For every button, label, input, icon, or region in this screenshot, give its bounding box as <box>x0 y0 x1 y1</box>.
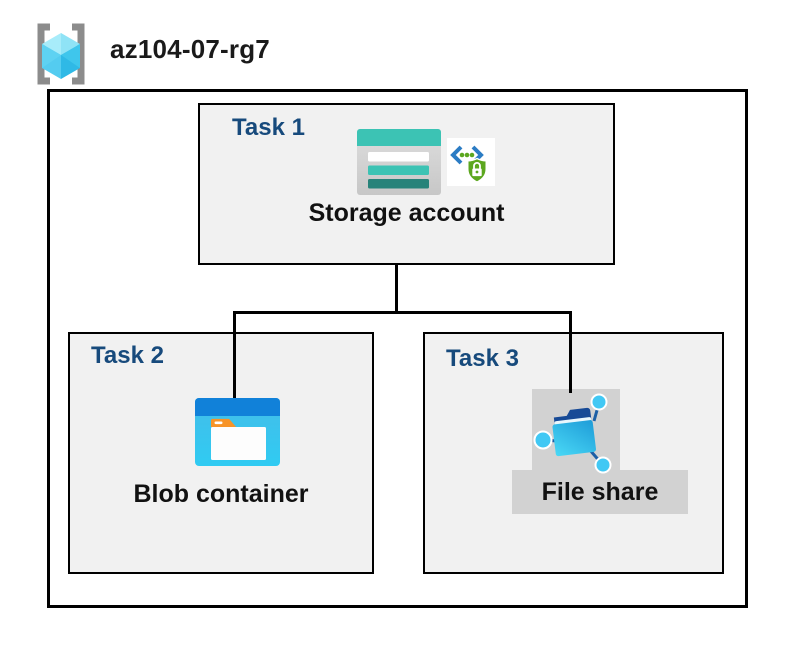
storage-account-label: Storage account <box>308 199 505 227</box>
connector-to-file-share <box>569 311 572 393</box>
connector-horizontal <box>233 311 572 314</box>
task1-box: Task 1 Storage accoun <box>198 103 615 265</box>
file-share-label: File share <box>541 478 659 506</box>
resource-group-header: az104-07-rg7 <box>0 0 788 90</box>
task2-box: Task 2 Blob container <box>68 332 374 574</box>
storage-account-icon <box>357 129 441 195</box>
file-share-icon <box>532 389 620 474</box>
resource-group-icon <box>37 23 85 85</box>
blob-container-label: Blob container <box>133 480 309 508</box>
connector-storage-stem <box>395 264 398 312</box>
file-share-highlight: File share <box>512 470 688 514</box>
task3-label: Task 3 <box>446 345 519 372</box>
task2-label: Task 2 <box>91 342 164 369</box>
resource-group-title: az104-07-rg7 <box>110 34 270 64</box>
secure-endpoint-icon <box>447 138 495 186</box>
task3-box: Task 3 File share <box>423 332 724 574</box>
connector-to-blob-container <box>233 311 236 398</box>
blob-container-icon <box>195 398 280 466</box>
task1-label: Task 1 <box>232 114 305 141</box>
